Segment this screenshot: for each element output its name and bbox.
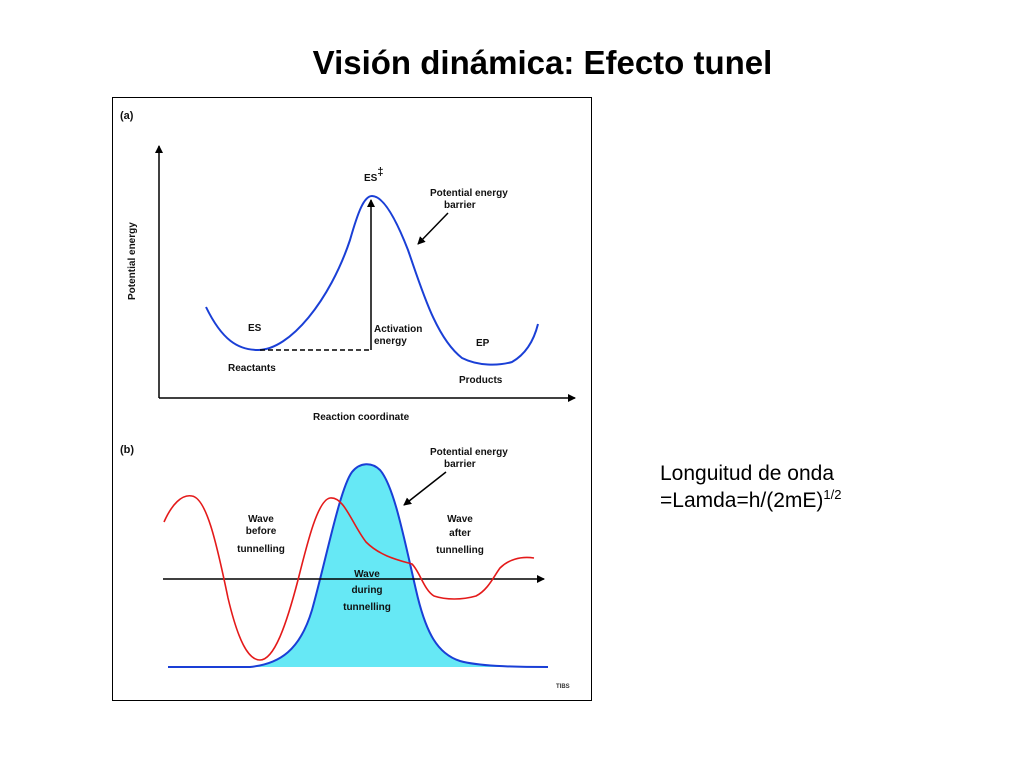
panel-a-tag: (a): [120, 110, 134, 122]
panel-b-tag: (b): [120, 444, 134, 456]
wave-during-label-3: tunnelling: [343, 602, 391, 613]
panel-a-barrier-label-1: Potential energy: [430, 188, 508, 199]
wavelength-formula: =Lamda=h/(2mE): [660, 489, 824, 512]
panel-a-x-axis-label: Reaction coordinate: [313, 412, 410, 423]
reactant-state-label: ES: [248, 323, 262, 334]
wave-before-label-1: Wave: [248, 514, 274, 525]
reactants-label: Reactants: [228, 363, 276, 374]
potential-energy-curve: [205, 194, 539, 366]
products-label: Products: [459, 375, 503, 386]
wave-after-label-2: after: [449, 528, 471, 539]
barrier-outline: [168, 463, 549, 668]
wave-during-label-2: during: [351, 585, 382, 596]
source-mark: TIBS: [556, 684, 570, 690]
wavelength-note: Longuitud de onda =Lamda=h/(2mE)1/2: [660, 460, 842, 514]
panel-a-barrier-label-2: barrier: [444, 200, 476, 211]
wavelength-note-line-1: Longuitud de onda: [660, 462, 834, 485]
panel-a-barrier-pointer: [417, 212, 449, 245]
wave-before-label-2: before: [246, 526, 277, 537]
product-state-label: EP: [476, 338, 490, 349]
activation-energy-label-1: Activation: [374, 324, 422, 335]
figure-frame: [112, 97, 592, 701]
slide-title: Visión dinámica: Efecto tunel: [312, 44, 773, 81]
wave-after-label-1: Wave: [447, 514, 473, 525]
barrier-region: [168, 464, 548, 667]
transition-state-label: ES‡: [364, 166, 383, 184]
panel-a-y-axis-label: Potential energy: [127, 222, 138, 300]
activation-energy-label-2: energy: [374, 336, 407, 347]
wave-during-label-1: Wave: [354, 569, 380, 580]
wave-before-label-3: tunnelling: [237, 544, 285, 555]
panel-b-barrier-pointer: [403, 471, 447, 506]
wavelength-note-line-2: =Lamda=h/(2mE)1/2: [660, 487, 842, 514]
wave-after-label-3: tunnelling: [436, 545, 484, 556]
wave-curve: [163, 495, 535, 661]
wavelength-exponent: 1/2: [823, 487, 842, 502]
panel-b-barrier-label-2: barrier: [444, 459, 476, 470]
panel-b-barrier-label-1: Potential energy: [430, 447, 508, 458]
